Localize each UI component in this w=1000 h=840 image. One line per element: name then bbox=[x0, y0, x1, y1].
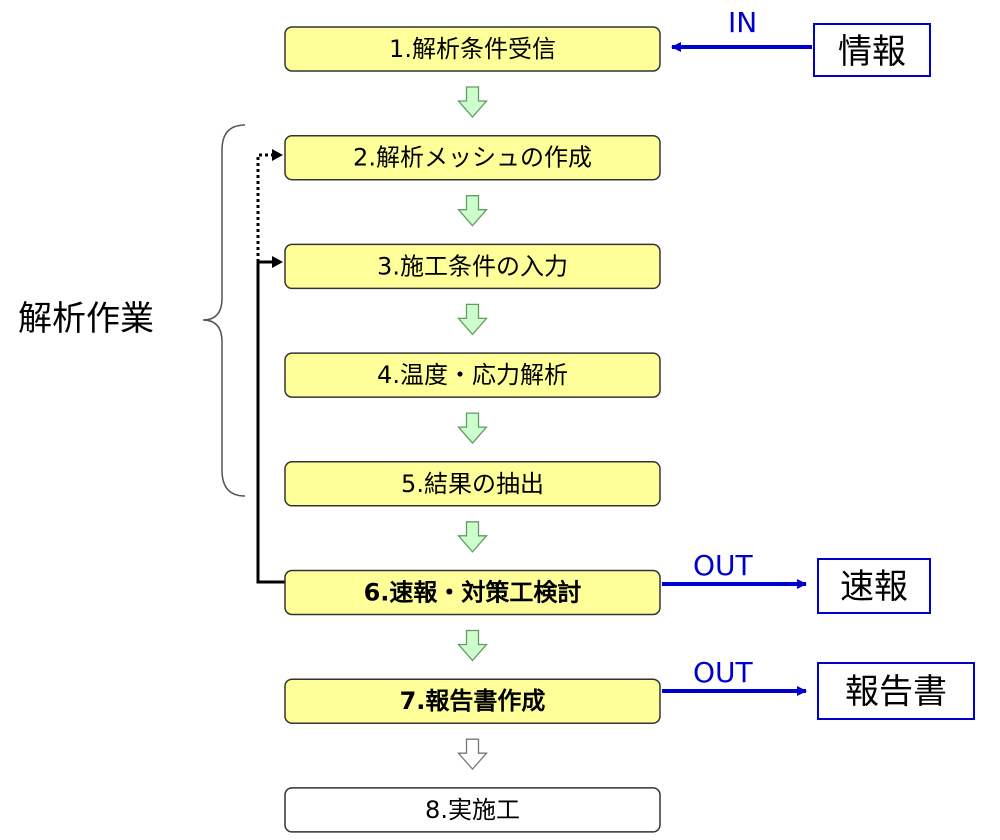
step-box: 3.施工条件の入力 bbox=[284, 243, 661, 290]
step-box: 5.結果の抽出 bbox=[284, 461, 661, 507]
step-box-rect bbox=[284, 787, 661, 833]
loop-back-line bbox=[256, 260, 285, 584]
out-label-2: OUT bbox=[693, 656, 754, 689]
step-box-rect bbox=[284, 26, 661, 72]
group-brace bbox=[202, 124, 246, 497]
flow-arrow bbox=[457, 195, 488, 227]
loop-back-arrowhead bbox=[272, 256, 283, 268]
step-label: 4.温度・応力解析 bbox=[377, 361, 568, 389]
in-label: IN bbox=[728, 6, 757, 39]
step-box: 2.解析メッシュの作成 bbox=[284, 134, 661, 181]
step-box: 4.温度・応力解析 bbox=[284, 352, 661, 398]
step-box-rect bbox=[284, 569, 661, 616]
step-box: 1.解析条件受信 bbox=[284, 26, 661, 72]
step-box-rect bbox=[284, 352, 661, 398]
report-box-label: 報告書 bbox=[845, 672, 947, 712]
step-label: 6.速報・対策工検討 bbox=[364, 579, 582, 607]
step-label: 5.結果の抽出 bbox=[401, 470, 544, 498]
step-label: 3.施工条件の入力 bbox=[377, 252, 568, 280]
info-box bbox=[813, 23, 931, 77]
info-box-label: 情報 bbox=[838, 32, 906, 72]
step-box: 7.報告書作成 bbox=[284, 678, 661, 724]
step-box-rect bbox=[284, 134, 661, 181]
dotted-loop-line bbox=[256, 153, 272, 262]
flow-arrow bbox=[457, 629, 488, 662]
dotted-loop-arrowhead bbox=[272, 149, 283, 161]
flow-arrow bbox=[457, 738, 488, 771]
flash-report-box-label: 速報 bbox=[840, 567, 908, 607]
flow-arrow bbox=[457, 412, 488, 445]
step-label: 2.解析メッシュの作成 bbox=[353, 144, 592, 172]
step-box: 8.実施工 bbox=[284, 787, 661, 833]
step-box-rect bbox=[284, 678, 661, 724]
step-box-rect bbox=[284, 461, 661, 507]
flow-arrow bbox=[457, 521, 488, 553]
group-label: 解析作業 bbox=[18, 299, 154, 339]
report-box bbox=[817, 662, 975, 720]
step-label: 1.解析条件受信 bbox=[389, 35, 556, 63]
step-box-rect bbox=[284, 243, 661, 290]
step-label: 8.実施工 bbox=[425, 796, 520, 824]
out-label-1: OUT bbox=[693, 549, 754, 582]
step-label: 7.報告書作成 bbox=[400, 687, 546, 715]
flash-report-box bbox=[817, 558, 931, 614]
step-box: 6.速報・対策工検討 bbox=[284, 569, 661, 616]
flow-arrow bbox=[457, 86, 488, 118]
flow-arrow bbox=[457, 303, 488, 336]
